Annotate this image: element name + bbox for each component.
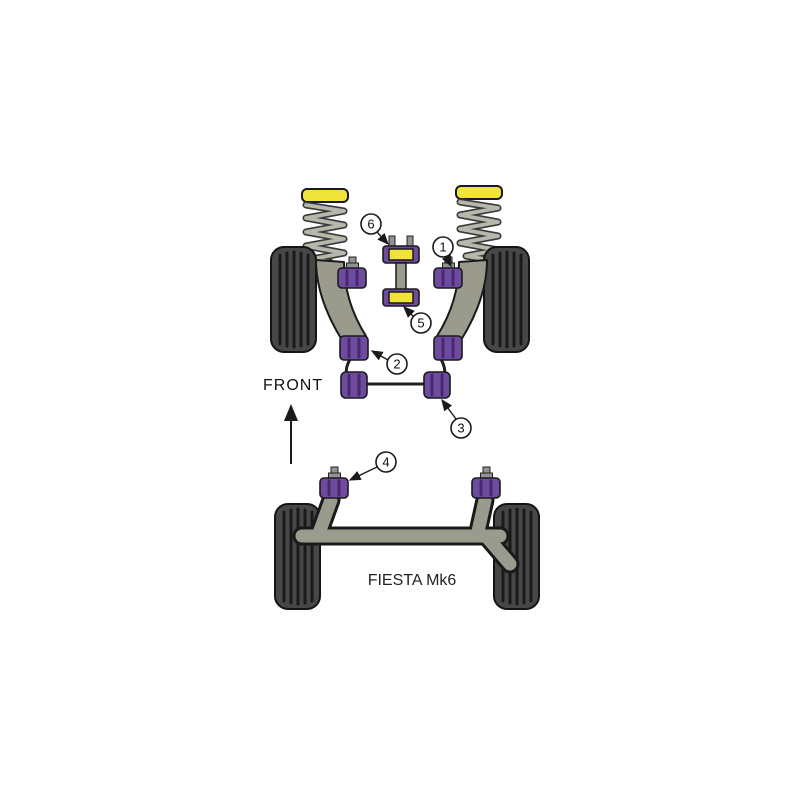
front-tire-right <box>482 245 531 354</box>
spring-top-mount-left <box>301 188 349 203</box>
lower-mount-insert <box>388 291 414 304</box>
callout-2-number: 2 <box>393 357 400 372</box>
lower-arm-bush-left <box>338 334 370 362</box>
lower-arm-bush-right <box>432 334 464 362</box>
top-mount-bush-right <box>432 255 464 290</box>
front-label: FRONT <box>263 377 323 394</box>
rear-tire-left <box>273 502 322 611</box>
callout-5-number: 5 <box>417 316 424 331</box>
diagram-title: FIESTA Mk6 <box>368 572 457 589</box>
callout-2: 2 <box>370 350 408 375</box>
front-suspension <box>269 185 531 400</box>
rear-axle <box>273 465 541 611</box>
anti-roll-bar-bush-right <box>422 370 452 400</box>
mount-link <box>395 262 407 291</box>
callout-3: 3 <box>441 398 472 439</box>
callout-5: 5 <box>403 306 432 334</box>
upper-mount-insert <box>388 248 414 261</box>
rear-beam-bush-right <box>470 465 502 500</box>
coil-spring-right <box>455 185 503 263</box>
rear-beam <box>295 493 517 571</box>
anti-roll-bar-bush-left <box>339 370 369 400</box>
callouts: 6 1 5 2 3 <box>348 213 472 481</box>
callout-4: 4 <box>348 451 397 481</box>
callout-6-number: 6 <box>367 217 374 232</box>
front-tire-left <box>269 245 318 354</box>
callout-3-number: 3 <box>457 421 464 436</box>
callout-1-number: 1 <box>439 240 446 255</box>
callout-6: 6 <box>360 213 389 246</box>
spring-top-mount-right <box>455 185 503 200</box>
engine-mount-assembly <box>382 235 420 307</box>
anti-roll-bar <box>344 355 447 386</box>
callout-4-number: 4 <box>382 455 389 470</box>
coil-spring-left <box>301 188 349 266</box>
callout-1: 1 <box>432 236 454 268</box>
front-direction-indicator: FRONT <box>263 377 323 464</box>
rear-beam-bush-left <box>318 465 350 500</box>
